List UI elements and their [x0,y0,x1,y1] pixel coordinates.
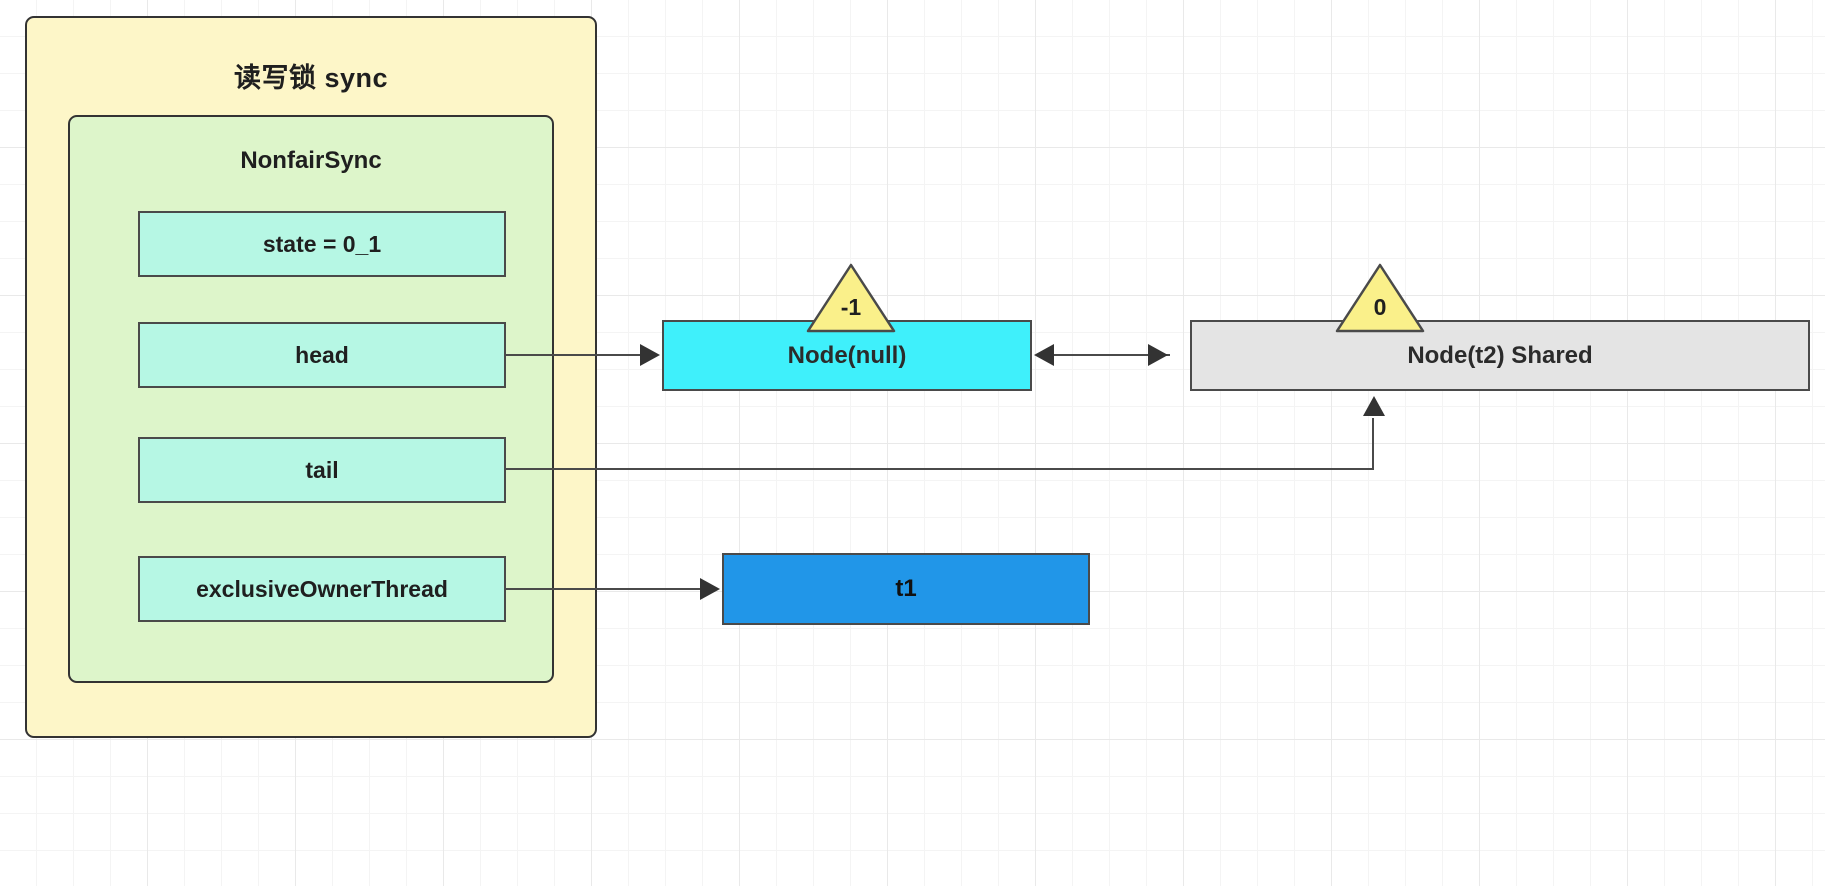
triangle-icon [1335,263,1425,333]
thread-t1-box[interactable]: t1 [722,553,1090,625]
wait-status-badge-zero[interactable]: 0 [1334,262,1426,334]
nonfairsync-title: NonfairSync [240,147,382,174]
arrowhead-to-node-t2 [1148,344,1168,366]
field-state[interactable]: state = 0_1 [138,211,506,277]
arrowhead-tail-to-node-t2 [1363,396,1385,416]
wait-status-badge-neg1[interactable]: -1 [805,262,897,334]
triangle-icon [806,263,896,333]
wait-status-value-neg1: -1 [840,294,862,320]
connector-tail-vertical [1372,418,1374,470]
arrowhead-owner-to-t1 [700,578,720,600]
connector-tail-horizontal [506,468,1374,470]
connector-node-null-to-node-t2 [1050,354,1170,356]
sync-outer-title: 读写锁 sync [233,63,389,93]
field-tail[interactable]: tail [138,437,506,503]
connector-owner-to-t1 [506,588,710,590]
node-t2-shared-box[interactable]: Node(t2) Shared [1190,320,1810,391]
field-exclusive-owner-thread[interactable]: exclusiveOwnerThread [138,556,506,622]
field-head[interactable]: head [138,322,506,388]
wait-status-value-zero: 0 [1373,294,1387,320]
arrowhead-head-to-node-null [640,344,660,366]
arrowhead-to-node-null [1034,344,1054,366]
connector-head-to-node-null [506,354,650,356]
